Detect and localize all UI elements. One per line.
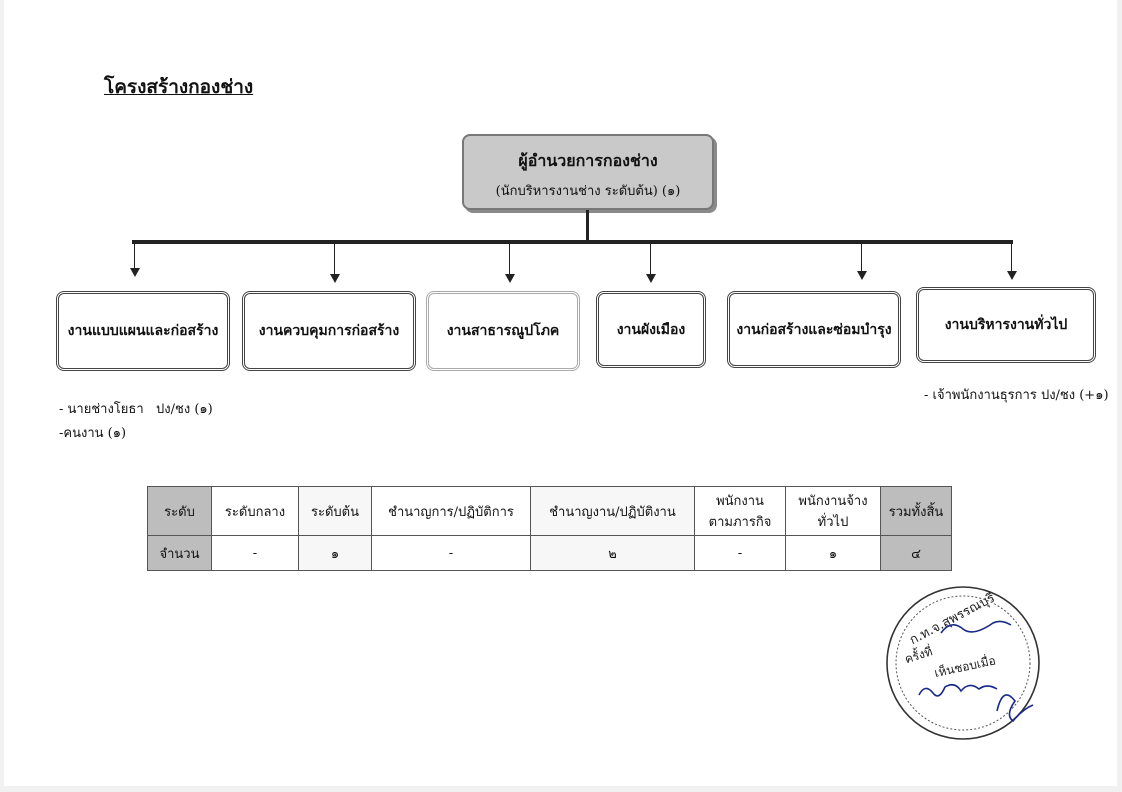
director-title: ผู้อำนวยการกองช่าง <box>518 151 658 170</box>
stamp-round-text: ครั้งที่ <box>902 642 934 666</box>
table-header-cell: พนักงานจ้าง ทั่วไป <box>785 486 881 536</box>
table-cell: ๔ <box>880 535 952 571</box>
handwriting-number-mark <box>940 620 1012 634</box>
note-left-2: -คนงาน (๑) <box>59 426 127 441</box>
signature-mark <box>996 694 1034 723</box>
table-cell: จำนวน <box>147 535 212 571</box>
connector-drop-1 <box>134 244 135 268</box>
table-cell: - <box>371 535 531 571</box>
connector-drop-5 <box>861 244 862 271</box>
table-header-row: ระดับ ระดับกลาง ระดับต้น ชำนาญการ/ปฏิบัต… <box>147 486 952 536</box>
arrow-head-4 <box>646 274 656 283</box>
arrow-head-2 <box>330 274 340 283</box>
unit-box-general: งานบริหารงานทั่วไป <box>916 287 1096 363</box>
table-header-cell: ระดับกลาง <box>211 486 299 536</box>
connector-drop-4 <box>650 244 651 274</box>
table-cell: - <box>211 535 299 571</box>
unit-box-control: งานควบคุมการก่อสร้าง <box>242 291 416 371</box>
connector-drop-2 <box>334 244 335 274</box>
director-subtitle: (นักบริหารงานช่าง ระดับต้น) (๑) <box>495 184 681 199</box>
table-cell: ๑ <box>785 535 881 571</box>
unit-box-design: งานแบบแผนและก่อสร้าง <box>56 291 230 371</box>
connector-drop-6 <box>1011 244 1012 271</box>
arrow-head-5 <box>857 271 867 280</box>
arrow-head-6 <box>1007 271 1017 280</box>
table-header-cell: ระดับต้น <box>298 486 372 536</box>
table-header-cell: รวมทั้งสิ้น <box>880 486 952 536</box>
connector-drop-3 <box>509 244 510 274</box>
stamp-top-text: ก.ท.จ.สุพรรณบุรี <box>907 590 998 648</box>
table-header-cell: ชำนาญการ/ปฏิบัติการ <box>371 486 531 536</box>
table-header-cell: พนักงาน ตามภารกิจ <box>694 486 786 536</box>
arrow-head-1 <box>130 268 140 277</box>
table-cell: ๒ <box>530 535 695 571</box>
approval-stamp: ก.ท.จ.สุพรรณบุรี ครั้งที่ เห็นชอบเมื่อ <box>886 586 1040 740</box>
note-right-1: - เจ้าพนักงานธุรการ ปง/ชง (+๑) <box>924 388 1109 403</box>
table-cell: ๑ <box>298 535 372 571</box>
table-cell: - <box>694 535 786 571</box>
table-row: จำนวน - ๑ - ๒ - ๑ ๔ <box>147 535 952 571</box>
page-title: โครงสร้างกองช่าง <box>104 76 254 98</box>
connector-vertical-main <box>586 210 589 242</box>
connector-horizontal <box>132 240 1013 244</box>
handwriting-date-mark <box>918 683 998 697</box>
arrow-head-3 <box>505 274 515 283</box>
note-left-1: - นายช่างโยธา ปง/ชง (๑) <box>59 402 213 417</box>
table-header-cell: ชำนาญงาน/ปฏิบัติงาน <box>530 486 695 536</box>
stamp-approve-text: เห็นชอบเมื่อ <box>933 651 997 680</box>
director-box: ผู้อำนวยการกองช่าง (นักบริหารงานช่าง ระด… <box>462 134 714 210</box>
unit-box-maintenance: งานก่อสร้างและซ่อมบำรุง <box>727 291 901 368</box>
document-page: โครงสร้างกองช่าง ผู้อำนวยการกองช่าง (นัก… <box>4 0 1117 786</box>
table-header-cell: ระดับ <box>147 486 212 536</box>
unit-box-utilities: งานสาธารณูปโภค <box>426 291 580 371</box>
unit-box-planning: งานผังเมือง <box>596 291 706 368</box>
staff-summary-table: ระดับ ระดับกลาง ระดับต้น ชำนาญการ/ปฏิบัต… <box>147 486 952 571</box>
